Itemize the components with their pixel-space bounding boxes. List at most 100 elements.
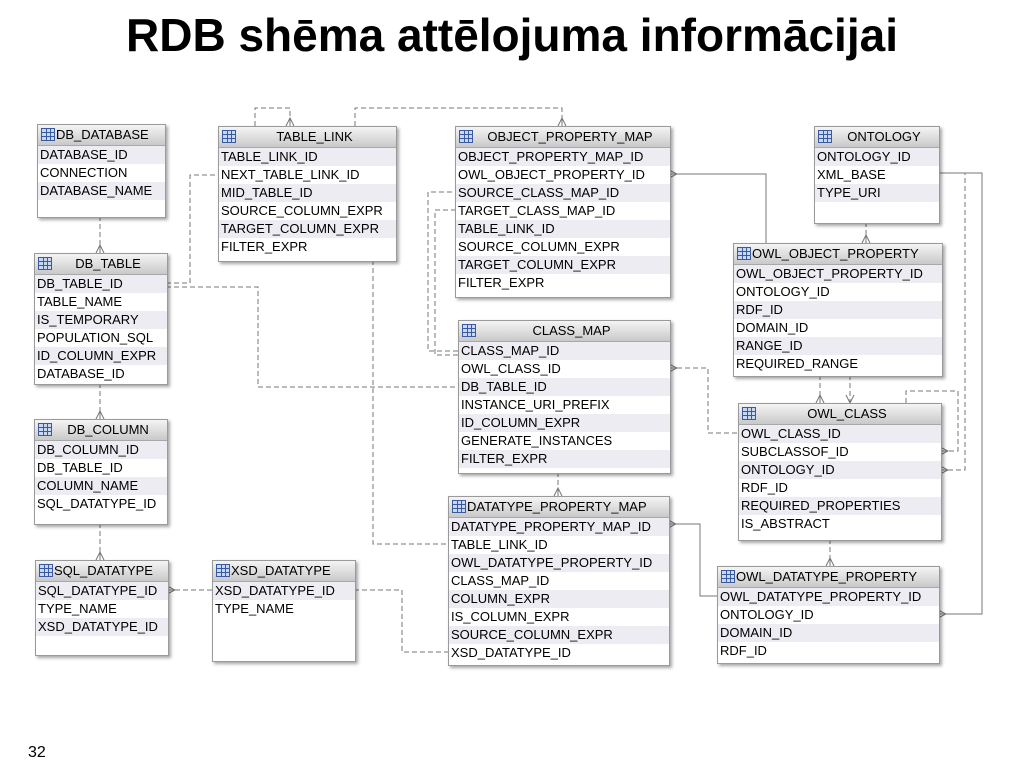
column-row: RANGE_ID <box>734 337 942 355</box>
table-name: OBJECT_PROPERTY_MAP <box>487 129 653 144</box>
column-row: SOURCE_COLUMN_EXPR <box>219 202 396 220</box>
column-row: FILTER_EXPR <box>219 238 396 256</box>
table-header: OBJECT_PROPERTY_MAP <box>456 127 670 148</box>
table-name: OWL_DATATYPE_PROPERTY <box>736 569 918 584</box>
column-row: TARGET_COLUMN_EXPR <box>219 220 396 238</box>
column-row: TYPE_URI <box>815 184 939 202</box>
column-row: DATABASE_ID <box>38 146 165 164</box>
column-row: DOMAIN_ID <box>734 319 942 337</box>
slide-title: RDB shēma attēlojuma informācijai <box>126 9 898 61</box>
crowfoot-marker <box>861 233 871 244</box>
table-grid-icon <box>39 564 53 577</box>
column-row: INSTANCE_URI_PREFIX <box>459 396 670 414</box>
relationship-line <box>166 286 458 388</box>
table-grid-icon <box>737 247 751 260</box>
relationship-line <box>354 107 563 126</box>
column-row: FILTER_EXPR <box>456 274 670 292</box>
table-header: DB_TABLE <box>35 254 167 275</box>
column-row: ID_COLUMN_EXPR <box>35 347 167 365</box>
column-row: XSD_DATATYPE_ID <box>36 618 168 636</box>
column-row: DATABASE_NAME <box>38 182 165 200</box>
column-row: GENERATE_INSTANCES <box>459 432 670 450</box>
relationship-line <box>905 390 959 452</box>
column-row: ID_COLUMN_EXPR <box>459 414 670 432</box>
relationship-line <box>254 107 291 126</box>
table-name: SQL_DATATYPE <box>54 563 153 578</box>
table-header: OWL_OBJECT_PROPERTY <box>734 244 942 265</box>
column-row: DB_TABLE_ID <box>35 275 167 293</box>
column-row: MID_TABLE_ID <box>219 184 396 202</box>
column-row: XSD_DATATYPE_ID <box>449 644 669 662</box>
column-row: OWL_OBJECT_PROPERTY_ID <box>456 166 670 184</box>
column-row: IS_ABSTRACT <box>739 515 941 533</box>
crowfoot-marker <box>285 116 295 127</box>
table-header: TABLE_LINK <box>219 127 396 148</box>
column-row: REQUIRED_RANGE <box>734 355 942 373</box>
crowfoot-marker <box>95 409 105 420</box>
table-name: DB_DATABASE <box>56 127 149 142</box>
table-grid-icon <box>41 128 55 141</box>
column-row: NEXT_TABLE_LINK_ID <box>219 166 396 184</box>
table-grid-icon <box>721 570 735 583</box>
table-name: CLASS_MAP <box>532 323 611 338</box>
column-row: CLASS_MAP_ID <box>459 342 670 360</box>
column-row: XML_BASE <box>815 166 939 184</box>
relationship-line <box>938 172 966 471</box>
column-row: OWL_CLASS_ID <box>739 425 941 443</box>
column-row: ONTOLOGY_ID <box>718 606 939 624</box>
column-row: SUBCLASSOF_ID <box>739 443 941 461</box>
relationship-line <box>434 209 458 356</box>
table-header: OWL_DATATYPE_PROPERTY <box>718 567 939 588</box>
column-row: RDF_ID <box>734 301 942 319</box>
table-object-property-map: OBJECT_PROPERTY_MAP OBJECT_PROPERTY_MAP_I… <box>455 126 671 298</box>
relationship-line <box>938 172 983 615</box>
table-header: CLASS_MAP <box>459 321 670 342</box>
table-grid-icon <box>462 324 476 337</box>
table-header: ONTOLOGY <box>815 127 939 148</box>
column-row: DOMAIN_ID <box>718 624 939 642</box>
table-grid-icon <box>742 407 756 420</box>
table-owl-datatype-property: OWL_DATATYPE_PROPERTY OWL_DATATYPE_PROPER… <box>717 566 940 664</box>
column-row: DATABASE_ID <box>35 365 167 383</box>
relationship-line <box>669 367 738 434</box>
table-name: XSD_DATATYPE <box>231 563 331 578</box>
column-row: FILTER_EXPR <box>459 450 670 468</box>
column-row: SOURCE_COLUMN_EXPR <box>456 238 670 256</box>
table-header: DB_COLUMN <box>35 420 167 441</box>
column-row: OBJECT_PROPERTY_MAP_ID <box>456 148 670 166</box>
column-row: XSD_DATATYPE_ID <box>213 582 355 600</box>
table-name: OWL_CLASS <box>807 406 887 421</box>
column-row: OWL_OBJECT_PROPERTY_ID <box>734 265 942 283</box>
relationship-line <box>669 173 767 243</box>
column-row: DB_TABLE_ID <box>459 378 670 396</box>
column-row: SOURCE_COLUMN_EXPR <box>449 626 669 644</box>
column-row: TARGET_CLASS_MAP_ID <box>456 202 670 220</box>
column-row: POPULATION_SQL <box>35 329 167 347</box>
table-grid-icon <box>222 130 236 143</box>
column-row: COLUMN_NAME <box>35 477 167 495</box>
column-row: TABLE_LINK_ID <box>219 148 396 166</box>
relationship-line <box>166 174 218 284</box>
column-row: TARGET_COLUMN_EXPR <box>456 256 670 274</box>
column-row: RDF_ID <box>718 642 939 660</box>
page-number: 32 <box>28 744 46 761</box>
column-row: TABLE_LINK_ID <box>449 536 669 554</box>
crowfoot-marker <box>95 550 105 561</box>
column-row: TYPE_NAME <box>36 600 168 618</box>
